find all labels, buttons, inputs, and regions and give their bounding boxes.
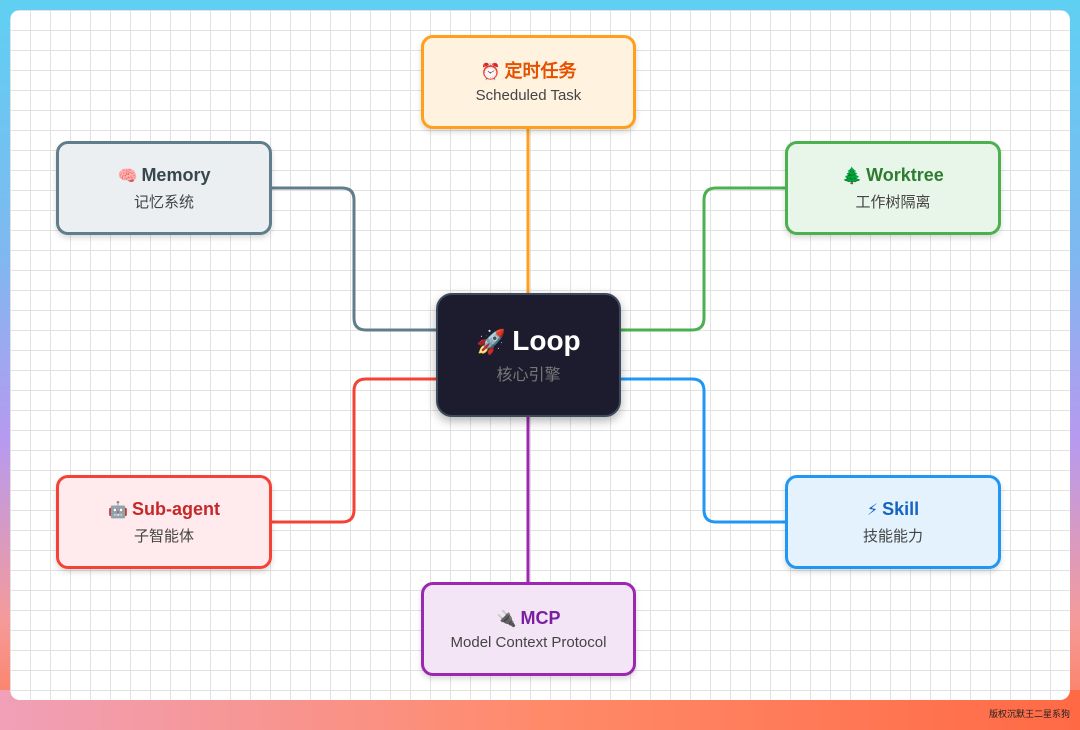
alarm-clock-icon: ⏰ bbox=[480, 64, 501, 81]
node-scheduled-task[interactable]: ⏰定时任务 Scheduled Task bbox=[421, 35, 636, 129]
lightning-icon: ⚡ bbox=[866, 502, 879, 519]
rocket-icon: 🚀 bbox=[476, 329, 507, 356]
connector-subagent bbox=[272, 377, 436, 524]
node-subtitle: 记忆系统 bbox=[133, 194, 194, 211]
node-sub-agent[interactable]: 🤖Sub-agent 子智能体 bbox=[56, 475, 272, 569]
brain-icon: 🧠 bbox=[117, 168, 138, 185]
connector-skill bbox=[621, 377, 786, 524]
connector-lines bbox=[272, 128, 786, 583]
node-subtitle: Scheduled Task bbox=[475, 87, 582, 104]
node-title: 🌲Worktree bbox=[842, 165, 944, 185]
node-subtitle: Model Context Protocol bbox=[450, 634, 607, 651]
node-title: 🧠Memory bbox=[117, 165, 211, 185]
connector-memory bbox=[272, 186, 436, 332]
node-subtitle: 工作树隔离 bbox=[855, 194, 931, 211]
connector-worktree bbox=[621, 186, 786, 332]
node-title: 🔌MCP bbox=[496, 608, 561, 628]
tree-icon: 🌲 bbox=[842, 168, 863, 185]
node-title: ⏰定时任务 bbox=[480, 61, 577, 81]
node-subtitle: 子智能体 bbox=[133, 528, 194, 545]
node-title: ⚡Skill bbox=[866, 499, 920, 519]
node-title: 🤖Sub-agent bbox=[108, 499, 220, 519]
center-title: 🚀Loop bbox=[476, 325, 581, 356]
node-loop-core[interactable]: 🚀Loop 核心引擎 bbox=[436, 293, 621, 417]
watermark: 版权沉默王二星系狗 bbox=[988, 710, 1070, 720]
diagram-canvas: ⏰定时任务 Scheduled Task 🧠Memory 记忆系统 🌲Workt… bbox=[10, 10, 1070, 700]
node-subtitle: 技能能力 bbox=[862, 528, 923, 545]
center-subtitle: 核心引擎 bbox=[496, 367, 561, 384]
plug-icon: 🔌 bbox=[496, 611, 517, 628]
node-skill[interactable]: ⚡Skill 技能能力 bbox=[785, 475, 1001, 569]
node-mcp[interactable]: 🔌MCP Model Context Protocol bbox=[421, 582, 636, 676]
robot-icon: 🤖 bbox=[108, 502, 128, 519]
node-memory[interactable]: 🧠Memory 记忆系统 bbox=[56, 141, 272, 235]
node-worktree[interactable]: 🌲Worktree 工作树隔离 bbox=[785, 141, 1001, 235]
